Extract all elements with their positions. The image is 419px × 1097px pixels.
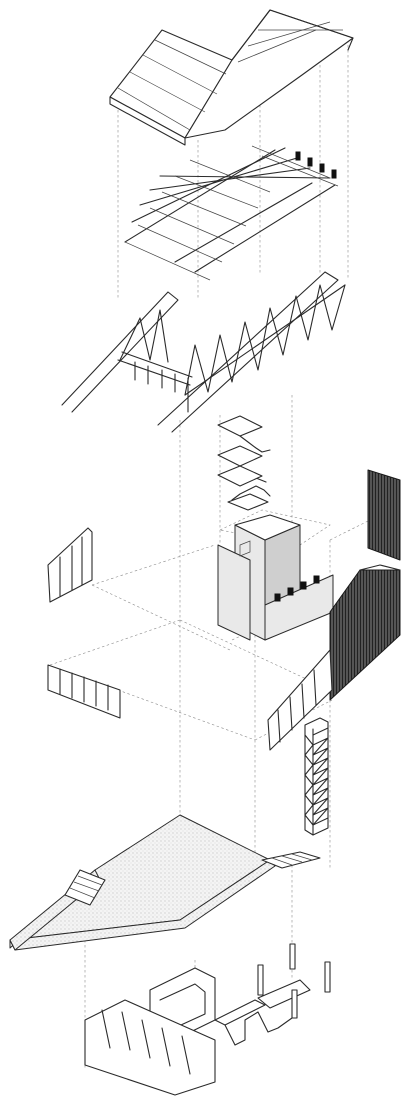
lattice-tower [304,717,329,836]
foundations [84,943,331,1096]
purlin-grid [124,145,339,281]
roof-panels [109,9,354,146]
floor-slab [9,814,321,951]
stair-flights [217,415,271,511]
core-block [217,509,334,641]
corrugated-panels [329,469,401,701]
roof-trusses [61,271,346,433]
window-frames [47,527,333,751]
